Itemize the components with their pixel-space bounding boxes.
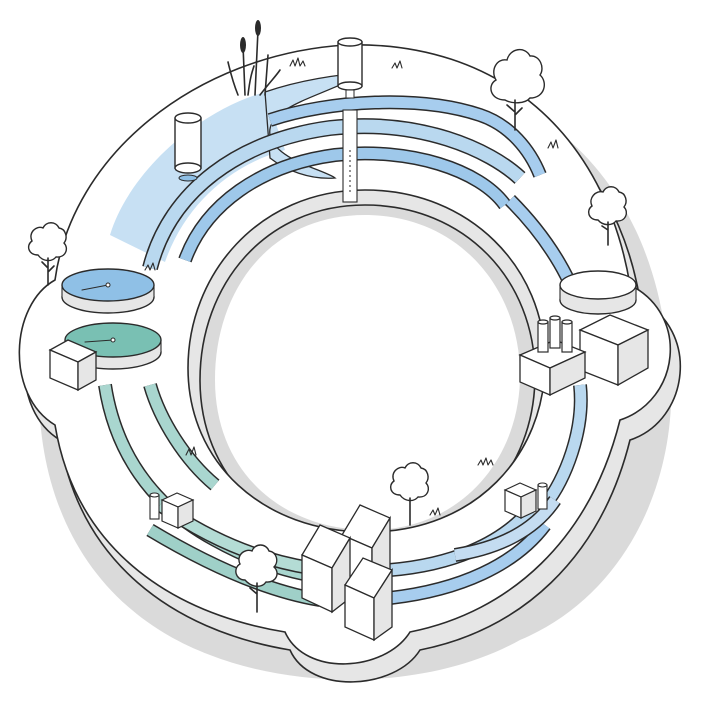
small-pump-station-icon [503, 482, 548, 519]
water-tank-icon [174, 112, 202, 182]
tree-icon [490, 49, 546, 131]
settling-basin-icon [61, 268, 155, 314]
treatment-plant-icon [518, 270, 650, 397]
distribution-pipes [389, 495, 561, 605]
well-tower-icon [337, 37, 363, 203]
pump-house-icon [48, 339, 98, 392]
tree-icon [587, 186, 628, 246]
clean-water-pipes [142, 95, 588, 510]
grass-tufts [144, 57, 559, 516]
reed-plant-icon [227, 20, 281, 96]
tree-icon [27, 222, 68, 286]
house-icon [344, 557, 393, 642]
tree-icon [235, 544, 278, 613]
tree-icon [389, 462, 430, 526]
small-pump-station-icon [149, 492, 195, 529]
